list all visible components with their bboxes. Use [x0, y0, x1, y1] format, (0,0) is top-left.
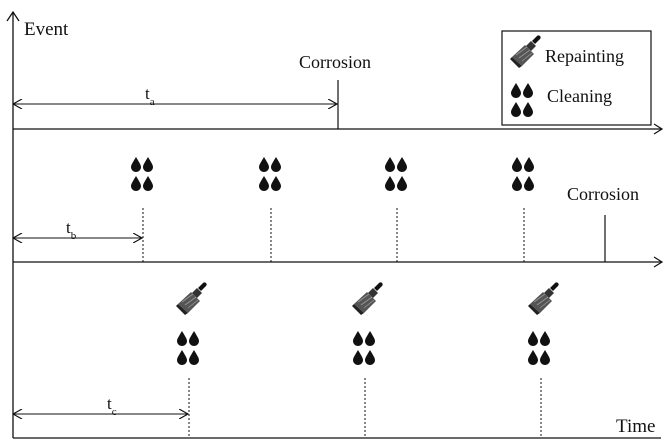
water-drops-icon — [177, 331, 199, 365]
corrosion-label-a: Corrosion — [299, 52, 371, 72]
water-drops-icon — [528, 331, 550, 365]
legend-repainting-label: Repainting — [545, 46, 624, 66]
interval-tc-label: tc — [107, 394, 117, 418]
water-drops-icon — [512, 157, 534, 191]
paint-brush-icon — [351, 281, 384, 316]
repainting-events-row-c — [175, 281, 560, 438]
timeline-row-a-arrow-icon — [653, 123, 664, 135]
water-drops-icon — [385, 157, 407, 191]
cleaning-events-row-b — [131, 157, 534, 262]
water-drops-icon — [259, 157, 281, 191]
water-drops-icon — [131, 157, 153, 191]
timeline-row-b-arrow-icon — [653, 256, 664, 268]
event-axis-arrow-icon — [6, 10, 20, 22]
corrosion-label-b: Corrosion — [567, 184, 639, 204]
time-axis-label: Time — [616, 416, 655, 437]
event-axis-label: Event — [24, 19, 69, 40]
water-drops-icon — [353, 331, 375, 365]
legend-cleaning-label: Cleaning — [547, 86, 612, 106]
interval-ta-label: ta — [145, 84, 155, 108]
interval-tb-label: tb — [66, 218, 77, 242]
paint-brush-icon — [175, 281, 208, 316]
paint-brush-icon — [527, 281, 560, 316]
